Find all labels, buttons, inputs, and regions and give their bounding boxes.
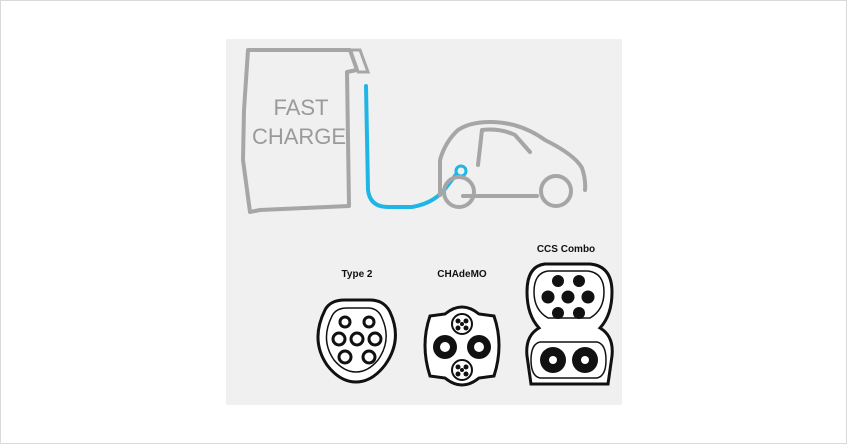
ccs-combo-label: CCS Combo [537, 244, 595, 255]
charging-station: FAST CHARGE [241, 48, 371, 214]
type2-connector: Type 2 [316, 269, 397, 384]
type2-label: Type 2 [342, 269, 373, 280]
car-icon [438, 120, 588, 209]
charging-port-icon [454, 164, 468, 178]
station-label-line2: CHARGE [252, 124, 346, 149]
chademo-connector: CHAdeMO [423, 269, 501, 387]
chademo-label: CHAdeMO [437, 269, 487, 280]
ccs-combo-connector: CCS Combo [525, 244, 614, 386]
station-label-line1: FAST [273, 95, 328, 120]
